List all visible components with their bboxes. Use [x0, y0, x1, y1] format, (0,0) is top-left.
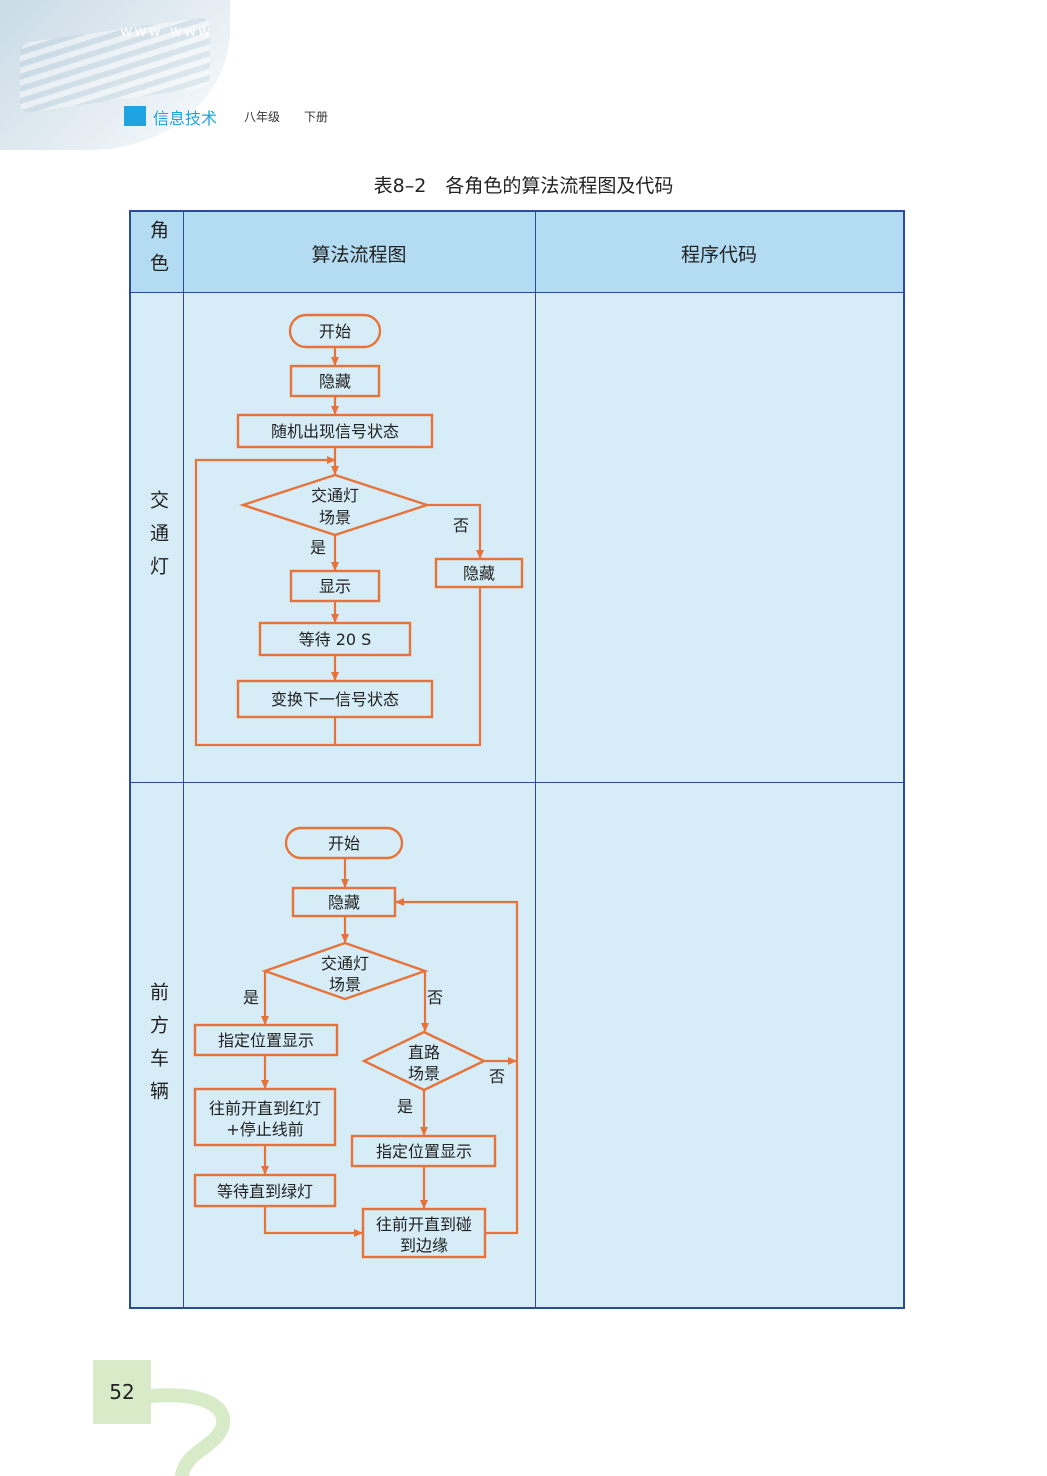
connector [194, 456, 482, 747]
switch-state-label: 变换下一信号状态 [271, 690, 399, 709]
drive-to-edge-line1: 往前开直到碰 [376, 1215, 472, 1234]
decision1-label-line1: 交通灯 [321, 954, 369, 973]
table-caption: 表8–2 各角色的算法流程图及代码 [373, 175, 674, 197]
hide-no-label: 隐藏 [463, 564, 495, 583]
traffic-light-decision [261, 941, 429, 1001]
book-grade: 八年级 [244, 110, 281, 124]
decision2-label-line2: 场景 [408, 1064, 440, 1083]
page-number: 52 [109, 1380, 135, 1404]
wait-label: 等待 20 S [299, 630, 372, 649]
random-state-label: 随机出现信号状态 [271, 422, 399, 441]
no-label: 否 [427, 988, 443, 1007]
header-decor-text: www www [120, 22, 213, 40]
connector [263, 1206, 363, 1237]
column-divider [183, 212, 184, 1307]
decision2-label-line1: 直路 [408, 1043, 440, 1062]
header-code: 程序代码 [680, 244, 757, 266]
yes-label: 是 [310, 538, 326, 557]
hide-label: 隐藏 [319, 372, 351, 391]
start-label: 开始 [328, 834, 360, 853]
no-label-2: 否 [489, 1067, 505, 1086]
show-at-position-label-2: 指定位置显示 [376, 1142, 472, 1161]
decision1-label-line2: 场景 [329, 975, 361, 994]
book-title-marker [124, 106, 146, 126]
hide-label: 隐藏 [328, 893, 360, 912]
book-volume: 下册 [304, 110, 329, 124]
row-role-traffic-light: 交通灯 [147, 490, 169, 589]
drive-to-red-light-line1: 往前开直到红灯 [209, 1099, 321, 1118]
no-label: 否 [453, 516, 469, 535]
book-title: 信息技术 [153, 109, 218, 128]
table-header-row [131, 212, 903, 292]
yes-label: 是 [243, 988, 259, 1007]
header-flowchart: 算法流程图 [311, 244, 407, 266]
row-role-front-vehicle: 前方车辆 [147, 982, 169, 1114]
column-divider [535, 212, 536, 1307]
header-role: 角色 [147, 220, 169, 286]
yes-label-2: 是 [397, 1097, 413, 1116]
decision-label-line1: 交通灯 [311, 486, 359, 505]
wait-green-label: 等待直到绿灯 [217, 1182, 313, 1201]
row-divider [131, 292, 903, 293]
start-label: 开始 [319, 322, 351, 341]
decision-label-line2: 场景 [319, 508, 351, 527]
show-label: 显示 [319, 577, 351, 596]
header-decoration: www www [0, 0, 230, 150]
connector [427, 503, 484, 559]
show-at-position-label: 指定位置显示 [218, 1031, 314, 1050]
drive-to-edge-line2: 到边缘 [400, 1236, 448, 1255]
page-number-box [93, 1360, 151, 1424]
connector [395, 898, 519, 1235]
drive-to-red-light-line2: +停止线前 [226, 1120, 303, 1139]
row-divider [131, 782, 903, 783]
